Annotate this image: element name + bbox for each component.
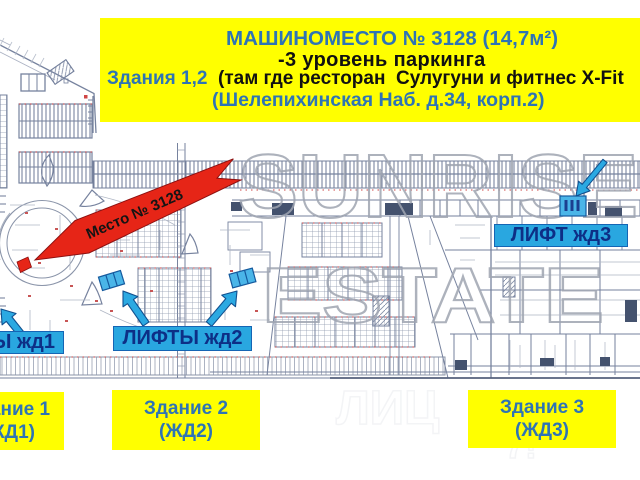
svg-text:ESTATE: ESTATE (262, 251, 604, 339)
svg-text:SUNRISE: SUNRISE (238, 137, 638, 237)
svg-text:ЛИЦ: ЛИЦ (336, 382, 439, 435)
